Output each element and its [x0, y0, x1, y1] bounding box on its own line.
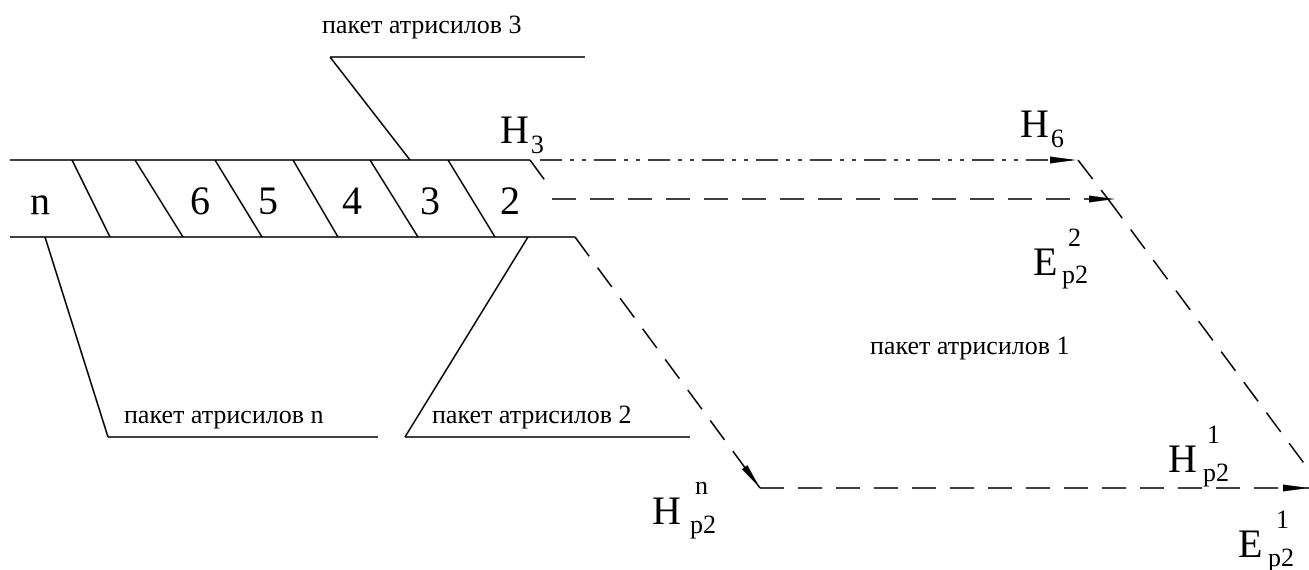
- cell-label-6: 6: [190, 178, 210, 223]
- path-to-hp2-n: [574, 236, 761, 489]
- label-h3-base: H: [500, 107, 529, 152]
- cell-divider: [71, 159, 111, 238]
- label-ep2-2-sup: 2: [1068, 223, 1081, 252]
- cell-divider: [292, 159, 339, 238]
- label-ep2-1-base: E: [1238, 521, 1262, 566]
- packet-labels: пакет атрисилов 3 пакет атрисилов 1 паке…: [124, 10, 1070, 429]
- label-h6: H6: [1020, 101, 1064, 153]
- label-hp2-1-sup: 1: [1207, 420, 1220, 449]
- label-h6-base: H: [1020, 101, 1049, 146]
- packet-label-2: пакет атрисилов 2: [432, 400, 632, 429]
- label-h3: H3: [500, 107, 544, 159]
- leader-packet-n: [44, 236, 109, 438]
- packet-label-n: пакет атрисилов n: [124, 400, 324, 429]
- cell-label-2: 2: [500, 178, 520, 223]
- cell-label-4: 4: [342, 178, 362, 223]
- packet-label-3: пакет атрисилов 3: [322, 10, 522, 39]
- label-hp2-n-sup: n: [695, 471, 708, 500]
- path-h6-diagonal: [1077, 159, 1109, 200]
- leader-packet-3: [329, 56, 411, 161]
- leader-packet-2: [404, 236, 529, 438]
- label-h3-sub: 3: [531, 130, 544, 159]
- cell-strip: n 6 5 4 3 2: [10, 159, 575, 238]
- packet-label-1: пакет атрисилов 1: [870, 331, 1070, 360]
- label-hp2-n-base: H: [652, 488, 681, 533]
- label-hp2-n-sub: p2: [690, 510, 716, 539]
- label-hp2-1-base: H: [1168, 436, 1197, 481]
- label-ep2-1-sub: p2: [1268, 543, 1294, 570]
- leaders: [44, 56, 690, 438]
- point-labels: H3 H6 E 2 p2 H n p2 H 1 p2 E 1 p2: [500, 101, 1294, 570]
- label-ep2-2-base: E: [1033, 239, 1057, 284]
- label-ep2-1-sup: 1: [1276, 505, 1289, 534]
- path-ep2-2-to-ep2-1: [1107, 198, 1309, 471]
- label-ep2-2-sub: p2: [1062, 260, 1088, 289]
- transfer-paths: [529, 156, 1309, 492]
- cell-label-n: n: [30, 178, 50, 223]
- cell-divider: [369, 159, 419, 238]
- cell-divider: [214, 159, 263, 238]
- cell-divider: [134, 159, 184, 238]
- path-cell2-diagonal: [529, 159, 553, 191]
- cell-label-3: 3: [420, 178, 440, 223]
- cell-label-5: 5: [258, 178, 278, 223]
- cell-divider: [447, 159, 496, 238]
- label-hp2-1-sub: p2: [1203, 458, 1229, 487]
- label-h6-sub: 6: [1051, 124, 1064, 153]
